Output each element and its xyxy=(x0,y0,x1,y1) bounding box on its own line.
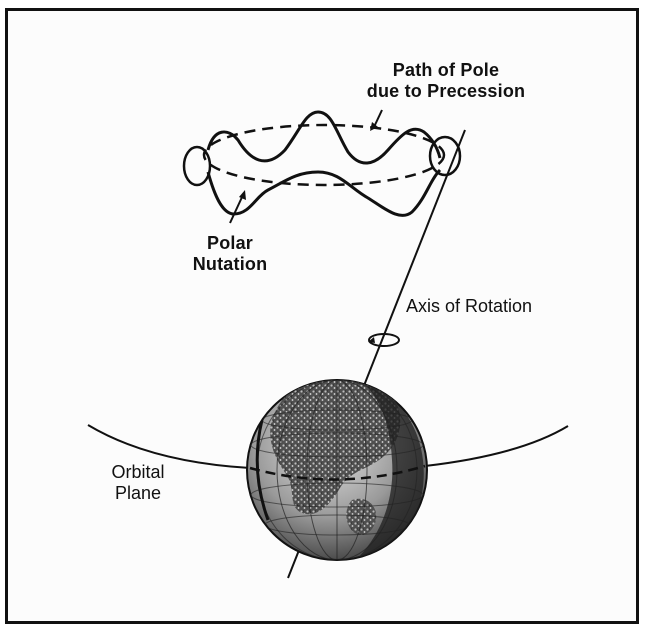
polar-nutation-label-line1: Polar xyxy=(180,233,280,254)
orbital-plane-label-line2: Plane xyxy=(103,483,173,504)
globe-earth-icon xyxy=(247,377,427,566)
orbital-plane-curve-right xyxy=(425,426,568,466)
axis-of-rotation-label: Axis of Rotation xyxy=(406,296,532,317)
orbital-plane-label: Orbital Plane xyxy=(103,462,173,504)
path-of-pole-label-line2: due to Precession xyxy=(356,81,536,102)
polar-nutation-label-line2: Nutation xyxy=(180,254,280,275)
path-of-pole-label-line1: Path of Pole xyxy=(356,60,536,81)
path-of-pole-label: Path of Pole due to Precession xyxy=(356,60,536,102)
path-of-pole-pointer xyxy=(374,110,382,127)
precession-path-ellipse xyxy=(204,125,444,185)
polar-nutation-wave-upper xyxy=(208,112,440,163)
nutation-loop-left xyxy=(184,147,210,185)
polar-nutation-arrowhead xyxy=(239,190,246,200)
orbital-plane-label-line1: Orbital xyxy=(103,462,173,483)
polar-nutation-label: Polar Nutation xyxy=(180,233,280,275)
polar-nutation-pointer xyxy=(230,195,243,223)
